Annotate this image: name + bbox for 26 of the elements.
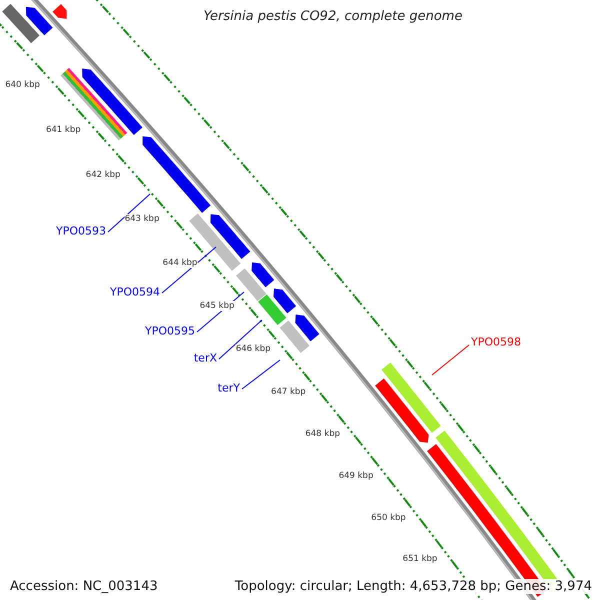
scale-label: 649 kbp [338, 471, 374, 482]
gene-label: YPO0598 [471, 336, 522, 348]
scale-label: 641 kbp [46, 124, 81, 135]
scale-label: 647 kbp [271, 387, 306, 398]
gene-label: terY [218, 382, 240, 394]
scale-label: 650 kbp [371, 512, 406, 523]
scale-label: 646 kbp [236, 344, 270, 354]
leader-line [162, 246, 216, 294]
leader-line [432, 344, 470, 376]
scale-label: 644 kbp [162, 258, 198, 268]
scale-label: 648 kbp [305, 429, 340, 440]
scale-label: 651 kbp [402, 554, 438, 564]
diagram-title: Yersinia pestis CO92, complete genome [202, 9, 464, 24]
footer-text: Accession: NC_003143 [10, 579, 158, 594]
gene-label: YPO0593 [56, 224, 106, 238]
leader-line [218, 320, 262, 360]
gene-label: YPO0595 [144, 324, 195, 338]
gene-label: YPO0594 [110, 286, 160, 298]
leader-line [108, 194, 150, 232]
footer-text: Topology: circular; Length: 4,653,728 bp; Genes: 3,974 [234, 579, 592, 594]
scale-label: 643 kbp [124, 214, 160, 224]
scale-label: 642 kbp [86, 170, 120, 180]
scale-label: 645 kbp [200, 301, 234, 312]
gene-label: terX [194, 352, 217, 364]
scale-label: 640 kbp [5, 80, 40, 90]
leader-line [242, 360, 280, 390]
